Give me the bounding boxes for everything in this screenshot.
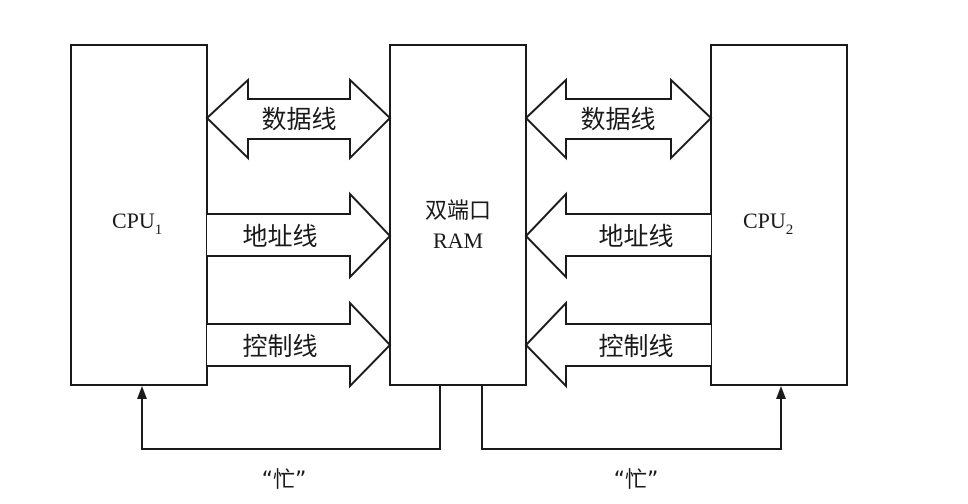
ram-label-line1: 双端口 <box>425 199 491 224</box>
left-data-bus-arrow <box>205 77 392 161</box>
left-data-bus-label: 数据线 <box>261 105 336 134</box>
cpu1-block <box>70 44 208 386</box>
left-control-bus-arrow <box>207 300 392 389</box>
left-address-bus-label: 地址线 <box>242 222 317 251</box>
ram-label-line2: RAM <box>433 228 483 253</box>
cpu2-label: CPU2 <box>743 208 793 238</box>
right-busy-arrowhead <box>776 386 786 399</box>
cpu1-label: CPU1 <box>112 208 162 238</box>
left-address-bus-arrow <box>207 191 392 280</box>
right-address-bus-label: 地址线 <box>598 222 673 251</box>
right-busy-label: “忙” <box>614 468 659 493</box>
right-control-bus-label: 控制线 <box>598 332 673 361</box>
left-busy-arrowhead <box>137 386 147 399</box>
right-address-bus-arrow <box>524 191 711 280</box>
right-busy-wire <box>481 385 782 450</box>
left-control-bus-label: 控制线 <box>242 332 317 361</box>
left-busy-label: “忙” <box>262 468 307 493</box>
right-data-bus-label: 数据线 <box>580 105 655 134</box>
left-busy-wire <box>141 385 441 450</box>
cpu2-block <box>710 44 848 386</box>
dual-port-ram-block <box>389 44 527 386</box>
right-control-bus-arrow <box>524 300 711 389</box>
right-data-bus-arrow <box>524 77 713 161</box>
